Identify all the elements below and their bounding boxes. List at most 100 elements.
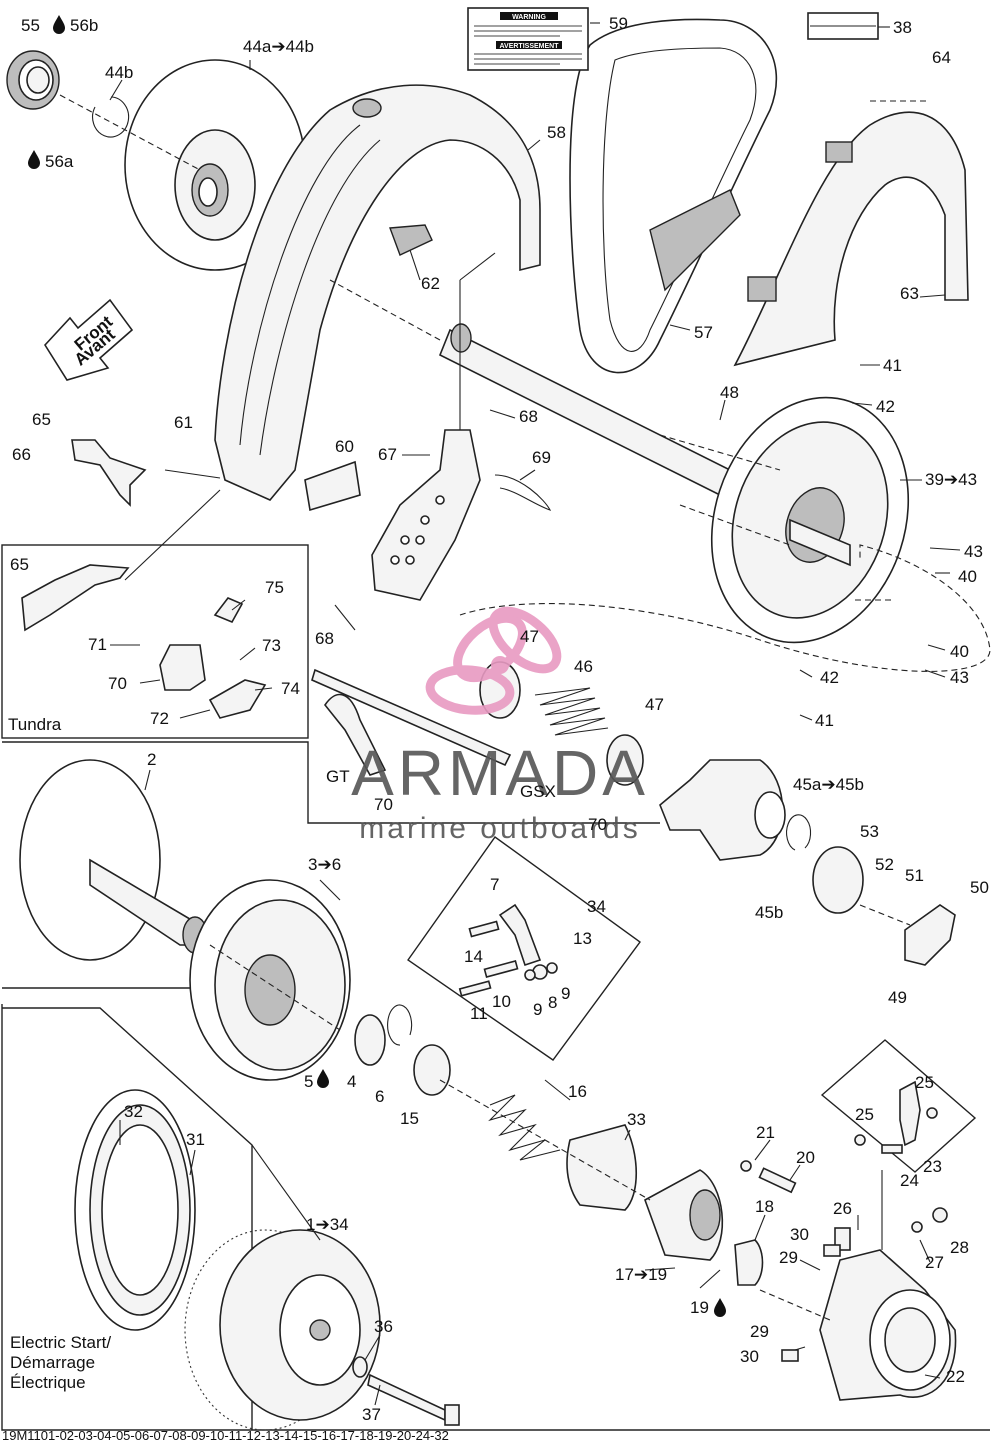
pin-24 bbox=[881, 1144, 903, 1154]
grease-drop-icon bbox=[53, 15, 65, 34]
bracket-49 bbox=[904, 904, 956, 966]
callout: 43 bbox=[964, 542, 983, 561]
sheave-2 bbox=[19, 759, 212, 961]
ring-gear-31 bbox=[74, 1089, 196, 1331]
callout: 65 bbox=[10, 555, 29, 574]
callout: 1➔34 bbox=[306, 1215, 349, 1234]
grease-drop-icon bbox=[714, 1298, 726, 1317]
armada-watermark: ARMADA marine outboards bbox=[351, 606, 645, 845]
tundra-clip-75 bbox=[213, 597, 244, 624]
pin-10 bbox=[483, 960, 519, 978]
callout: 18 bbox=[755, 1197, 774, 1216]
electric-start-line1: Electric Start/ bbox=[10, 1333, 111, 1352]
callout: 43 bbox=[950, 668, 969, 687]
screw-25b bbox=[854, 1134, 866, 1146]
drive-pulley-assembly-1 bbox=[184, 1229, 381, 1431]
callout: 36 bbox=[374, 1317, 393, 1336]
callout: 13 bbox=[573, 929, 592, 948]
callout: 67 bbox=[378, 445, 397, 464]
electric-start-line3: Électrique bbox=[10, 1373, 86, 1392]
callout: 42 bbox=[876, 397, 895, 416]
slider-30a bbox=[823, 1244, 841, 1257]
callout: 73 bbox=[262, 636, 281, 655]
lever-7 bbox=[498, 903, 542, 967]
callout: 3➔6 bbox=[308, 855, 341, 874]
callout: 26 bbox=[833, 1199, 852, 1218]
bolt-37-head bbox=[444, 1404, 460, 1426]
warning-decal-59: WARNING AVERTISSEMENT bbox=[467, 7, 589, 71]
callout: 44a➔44b bbox=[243, 37, 314, 56]
callout: 47 bbox=[645, 695, 664, 714]
pin-11 bbox=[458, 980, 492, 997]
callout: 20 bbox=[796, 1148, 815, 1167]
cam-45 bbox=[659, 759, 786, 861]
callout: 72 bbox=[150, 709, 169, 728]
front-direction-arrow: Front Avant bbox=[43, 298, 134, 381]
callout: 70 bbox=[588, 815, 607, 834]
drive-belt-57 bbox=[569, 18, 778, 374]
callout: 22 bbox=[946, 1367, 965, 1386]
propeller-logo bbox=[425, 606, 562, 715]
seal-15 bbox=[413, 1044, 451, 1096]
callout: 15 bbox=[400, 1109, 419, 1128]
callout: 6 bbox=[375, 1087, 384, 1106]
callout: GSX bbox=[520, 782, 556, 801]
nut-28 bbox=[932, 1207, 948, 1223]
callout: 29 bbox=[779, 1248, 798, 1267]
callout: 52 bbox=[875, 855, 894, 874]
callout: 63 bbox=[900, 284, 919, 303]
movable-sheave-3 bbox=[189, 879, 351, 1081]
avertissement-heading: AVERTISSEMENT bbox=[500, 43, 560, 50]
callout: GT bbox=[326, 767, 350, 786]
drive-section-frame bbox=[1, 1004, 990, 1431]
callout: 46 bbox=[574, 657, 593, 676]
callout: 39➔43 bbox=[925, 470, 977, 489]
bracket-67 bbox=[371, 429, 481, 601]
callout: 58 bbox=[547, 123, 566, 142]
washer-9a bbox=[546, 962, 558, 974]
tundra-box bbox=[1, 544, 309, 739]
driven-shaft bbox=[438, 323, 732, 497]
callout: 49 bbox=[888, 988, 907, 1007]
callout: 24 bbox=[900, 1171, 919, 1190]
spring-46 bbox=[534, 687, 609, 736]
circlip-6 bbox=[387, 1004, 413, 1046]
callout: 48 bbox=[720, 383, 739, 402]
screw-25a bbox=[926, 1107, 938, 1119]
callout: 44b bbox=[105, 63, 133, 82]
pin-14 bbox=[468, 920, 500, 938]
callout: 11 bbox=[470, 1004, 488, 1023]
leader-lines bbox=[109, 22, 961, 1406]
callout: 50 bbox=[970, 878, 989, 897]
callout: 28 bbox=[950, 1238, 969, 1257]
diagram-reference-code: 19M1101-02-03-04-05-06-07-08-09-10-11-12… bbox=[2, 1428, 449, 1443]
bracket-65 bbox=[71, 439, 147, 507]
seal-55 bbox=[6, 50, 60, 110]
callout: 70 bbox=[108, 674, 127, 693]
bushing-18 bbox=[734, 1239, 764, 1286]
callout: 65 bbox=[32, 410, 51, 429]
callout: 61 bbox=[174, 413, 193, 432]
callout: 66 bbox=[12, 445, 31, 464]
callout: 5 bbox=[304, 1072, 313, 1091]
watermark-tagline: marine outboards bbox=[359, 812, 640, 845]
clip-69 bbox=[494, 474, 552, 511]
electric-start-label: Electric Start/ Démarrage Électrique bbox=[10, 1333, 111, 1392]
callout: 41 bbox=[883, 356, 902, 375]
bushing-4 bbox=[354, 1014, 386, 1066]
callout: Tundra bbox=[8, 715, 62, 734]
spider-17 bbox=[644, 1169, 724, 1261]
callout: 41 bbox=[815, 711, 834, 730]
callout: 7 bbox=[490, 875, 499, 894]
callout: 17➔19 bbox=[615, 1265, 667, 1284]
bolt-20 bbox=[758, 1167, 797, 1194]
callout: 34 bbox=[587, 897, 606, 916]
circlip-45b bbox=[786, 814, 812, 851]
belt-guard-58 bbox=[214, 84, 541, 501]
callout: 31 bbox=[186, 1130, 205, 1149]
callout: 64 bbox=[932, 48, 951, 67]
callout: 62 bbox=[421, 274, 440, 293]
electric-start-line2: Démarrage bbox=[10, 1353, 95, 1372]
